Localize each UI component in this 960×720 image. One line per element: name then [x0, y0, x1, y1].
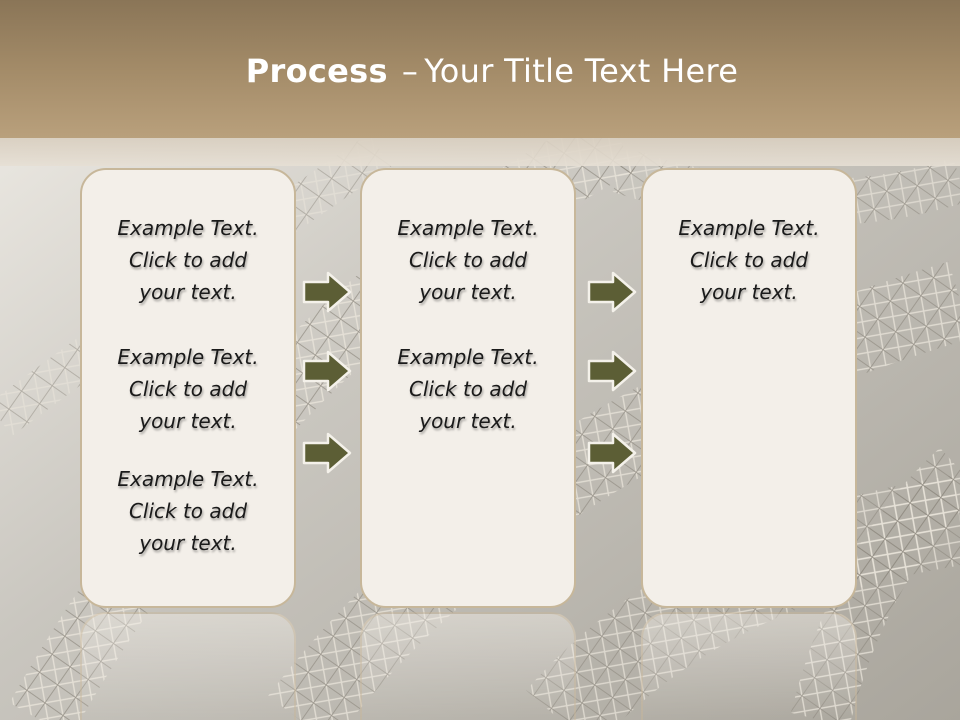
title-band: [0, 138, 960, 166]
text-line: Example Text.: [117, 345, 259, 369]
text-placeholder[interactable]: Example Text. Click to add your text.: [362, 341, 574, 437]
title-rest-text: Your Title Text Here: [424, 52, 739, 90]
text-line: Example Text.: [397, 345, 539, 369]
right-arrow-icon[interactable]: [302, 271, 352, 313]
box-reflection: [80, 612, 296, 720]
text-line: Click to add: [408, 248, 528, 272]
right-arrow-icon[interactable]: [302, 350, 352, 392]
right-arrow-icon[interactable]: [587, 271, 637, 313]
text-line: Example Text.: [397, 216, 539, 240]
text-line: Click to add: [128, 499, 248, 523]
text-line: Click to add: [128, 377, 248, 401]
text-line: your text.: [419, 409, 517, 433]
text-line: your text.: [139, 409, 237, 433]
text-placeholder[interactable]: Example Text. Click to add your text.: [643, 212, 855, 308]
title-bar: [0, 0, 960, 138]
text-line: Example Text.: [117, 216, 259, 240]
process-box-2[interactable]: Example Text. Click to add your text. Ex…: [360, 168, 576, 608]
right-arrow-icon[interactable]: [587, 350, 637, 392]
text-placeholder[interactable]: Example Text. Click to add your text.: [362, 212, 574, 308]
text-placeholder[interactable]: Example Text. Click to add your text.: [82, 463, 294, 559]
process-box-3[interactable]: Example Text. Click to add your text.: [641, 168, 857, 608]
text-line: Click to add: [689, 248, 809, 272]
process-box-1[interactable]: Example Text. Click to add your text. Ex…: [80, 168, 296, 608]
title-separator: –: [401, 52, 419, 90]
text-line: Example Text.: [117, 467, 259, 491]
text-line: your text.: [700, 280, 798, 304]
text-line: Click to add: [128, 248, 248, 272]
text-line: your text.: [139, 280, 237, 304]
right-arrow-icon[interactable]: [302, 432, 352, 474]
title-bold-text: Process: [245, 52, 388, 90]
text-line: your text.: [139, 531, 237, 555]
box-reflection: [641, 612, 857, 720]
text-placeholder[interactable]: Example Text. Click to add your text.: [82, 212, 294, 308]
text-line: Example Text.: [678, 216, 820, 240]
box-reflection: [360, 612, 576, 720]
slide-title[interactable]: Process–Your Title Text Here: [0, 52, 960, 90]
text-placeholder[interactable]: Example Text. Click to add your text.: [82, 341, 294, 437]
text-line: Click to add: [408, 377, 528, 401]
text-line: your text.: [419, 280, 517, 304]
right-arrow-icon[interactable]: [587, 432, 637, 474]
